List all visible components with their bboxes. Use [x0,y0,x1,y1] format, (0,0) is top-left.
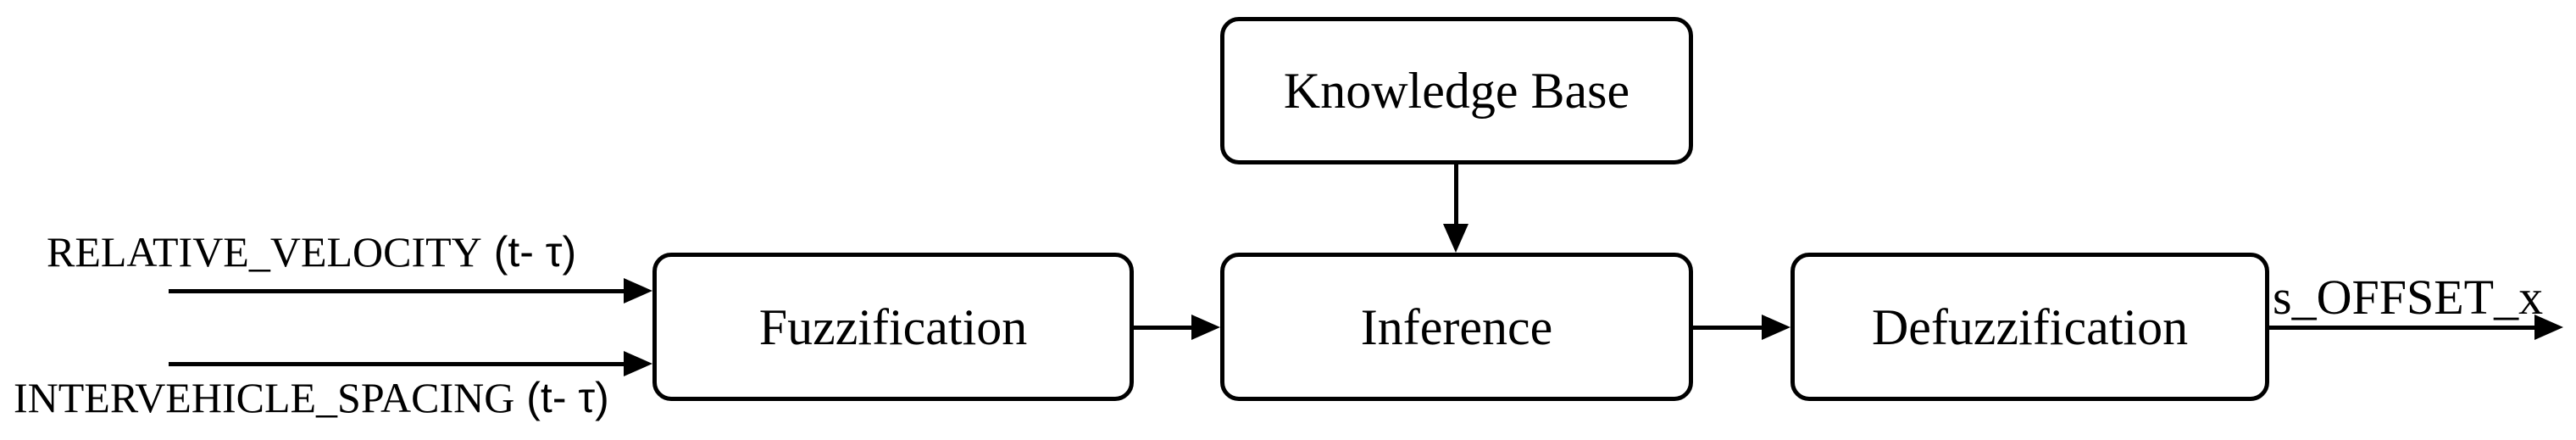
input-name-intervehicle-spacing: INTERVEHICLE_SPACING [14,374,515,421]
block-knowledge-base-label: Knowledge Base [1283,63,1630,119]
input-label-intervehicle-spacing: INTERVEHICLE_SPACING (t- τ) [14,376,609,419]
arrow-line-inference-to-defuzzification [1693,326,1762,330]
block-fuzzification: Fuzzification [652,253,1134,401]
arrow-line-fuzzification-to-inference [1134,326,1191,330]
input-suffix-relative-velocity: (t- τ) [481,228,577,276]
arrow-line-defuzzification-to-output [2269,326,2534,330]
arrowhead-icon-intervehicle-spacing-to-fuzzification [624,351,652,376]
arrowhead-icon-inference-to-defuzzification [1762,315,1790,340]
block-fuzzification-label: Fuzzification [758,298,1028,355]
arrow-line-intervehicle-spacing-to-fuzzification [169,362,624,366]
block-inference: Inference [1220,253,1693,401]
input-name-relative-velocity: RELATIVE_VELOCITY [47,228,482,276]
block-defuzzification-label: Defuzzification [1871,298,2189,355]
arrow-line-knowledge-base-to-inference [1454,164,1458,227]
arrowhead-icon-relative-velocity-to-fuzzification [624,278,652,304]
arrowhead-icon-knowledge-base-to-inference [1443,224,1468,253]
input-suffix-intervehicle-spacing: (t- τ) [514,374,609,421]
input-label-relative-velocity: RELATIVE_VELOCITY (t- τ) [47,231,576,273]
block-inference-label: Inference [1360,298,1553,355]
arrowhead-icon-defuzzification-to-output [2534,315,2563,340]
block-defuzzification: Defuzzification [1790,253,2269,401]
output-label-s-offset-x: s_OFFSET_x [2273,270,2544,325]
arrowhead-icon-fuzzification-to-inference [1191,315,1220,340]
block-knowledge-base: Knowledge Base [1220,17,1693,164]
arrow-line-relative-velocity-to-fuzzification [169,289,624,293]
